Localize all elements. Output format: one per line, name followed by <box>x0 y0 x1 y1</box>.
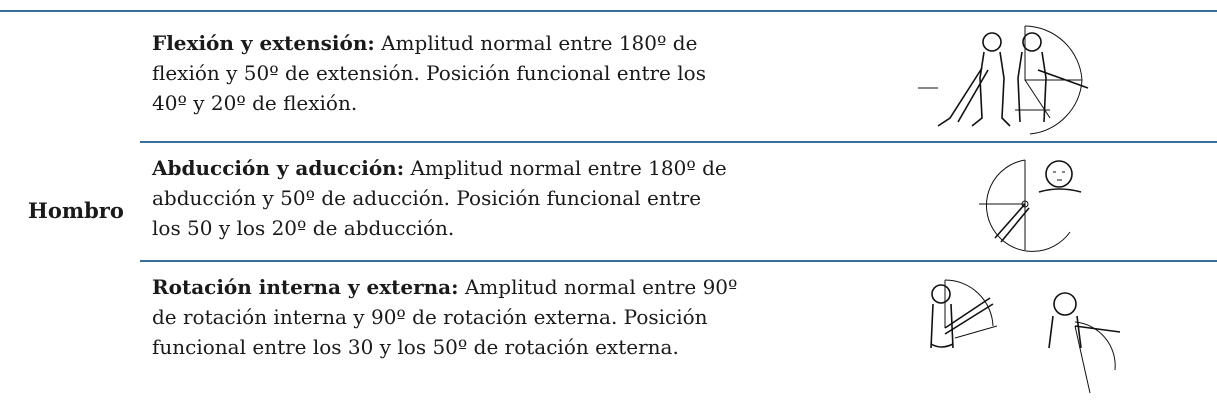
row-rotacion: Rotación interna y externa: Amplitud nor… <box>152 272 852 362</box>
row-text-line: flexión y 50º de extensión. Posición fun… <box>152 61 706 85</box>
row-text-line: Amplitud normal entre 180º de <box>410 156 727 180</box>
row-flexion-extension: Flexión y extensión: Amplitud normal ent… <box>152 28 852 118</box>
joint-label: Hombro <box>28 198 124 223</box>
row-text-line: los 50 y los 20º de abducción. <box>152 216 455 240</box>
shoulder-rotation-diagram <box>915 268 1130 403</box>
row-term: Rotación interna y externa: <box>152 275 459 299</box>
row-term: Abducción y aducción: <box>152 156 405 180</box>
joint-label-cell: Hombro <box>0 0 140 412</box>
row-text-line: abducción y 50º de aducción. Posición fu… <box>152 186 702 210</box>
row-text-line: Amplitud normal entre 180º de <box>381 31 698 55</box>
row-text-line: funcional entre los 30 y los 50º de rota… <box>152 335 679 359</box>
row-text-line: 40º y 20º de flexión. <box>152 91 358 115</box>
row-text-line: de rotación interna y 90º de rotación ex… <box>152 305 708 329</box>
table-top-rule <box>0 10 1217 12</box>
shoulder-abduction-adduction-diagram <box>935 152 1120 254</box>
shoulder-flexion-extension-diagram <box>910 18 1140 136</box>
row-abduccion-aduccion: Abducción y aducción: Amplitud normal en… <box>152 153 852 243</box>
row-term: Flexión y extensión: <box>152 31 375 55</box>
row-text-line: Amplitud normal entre 90º <box>464 275 738 299</box>
row-divider <box>140 141 1217 143</box>
row-divider <box>140 260 1217 262</box>
